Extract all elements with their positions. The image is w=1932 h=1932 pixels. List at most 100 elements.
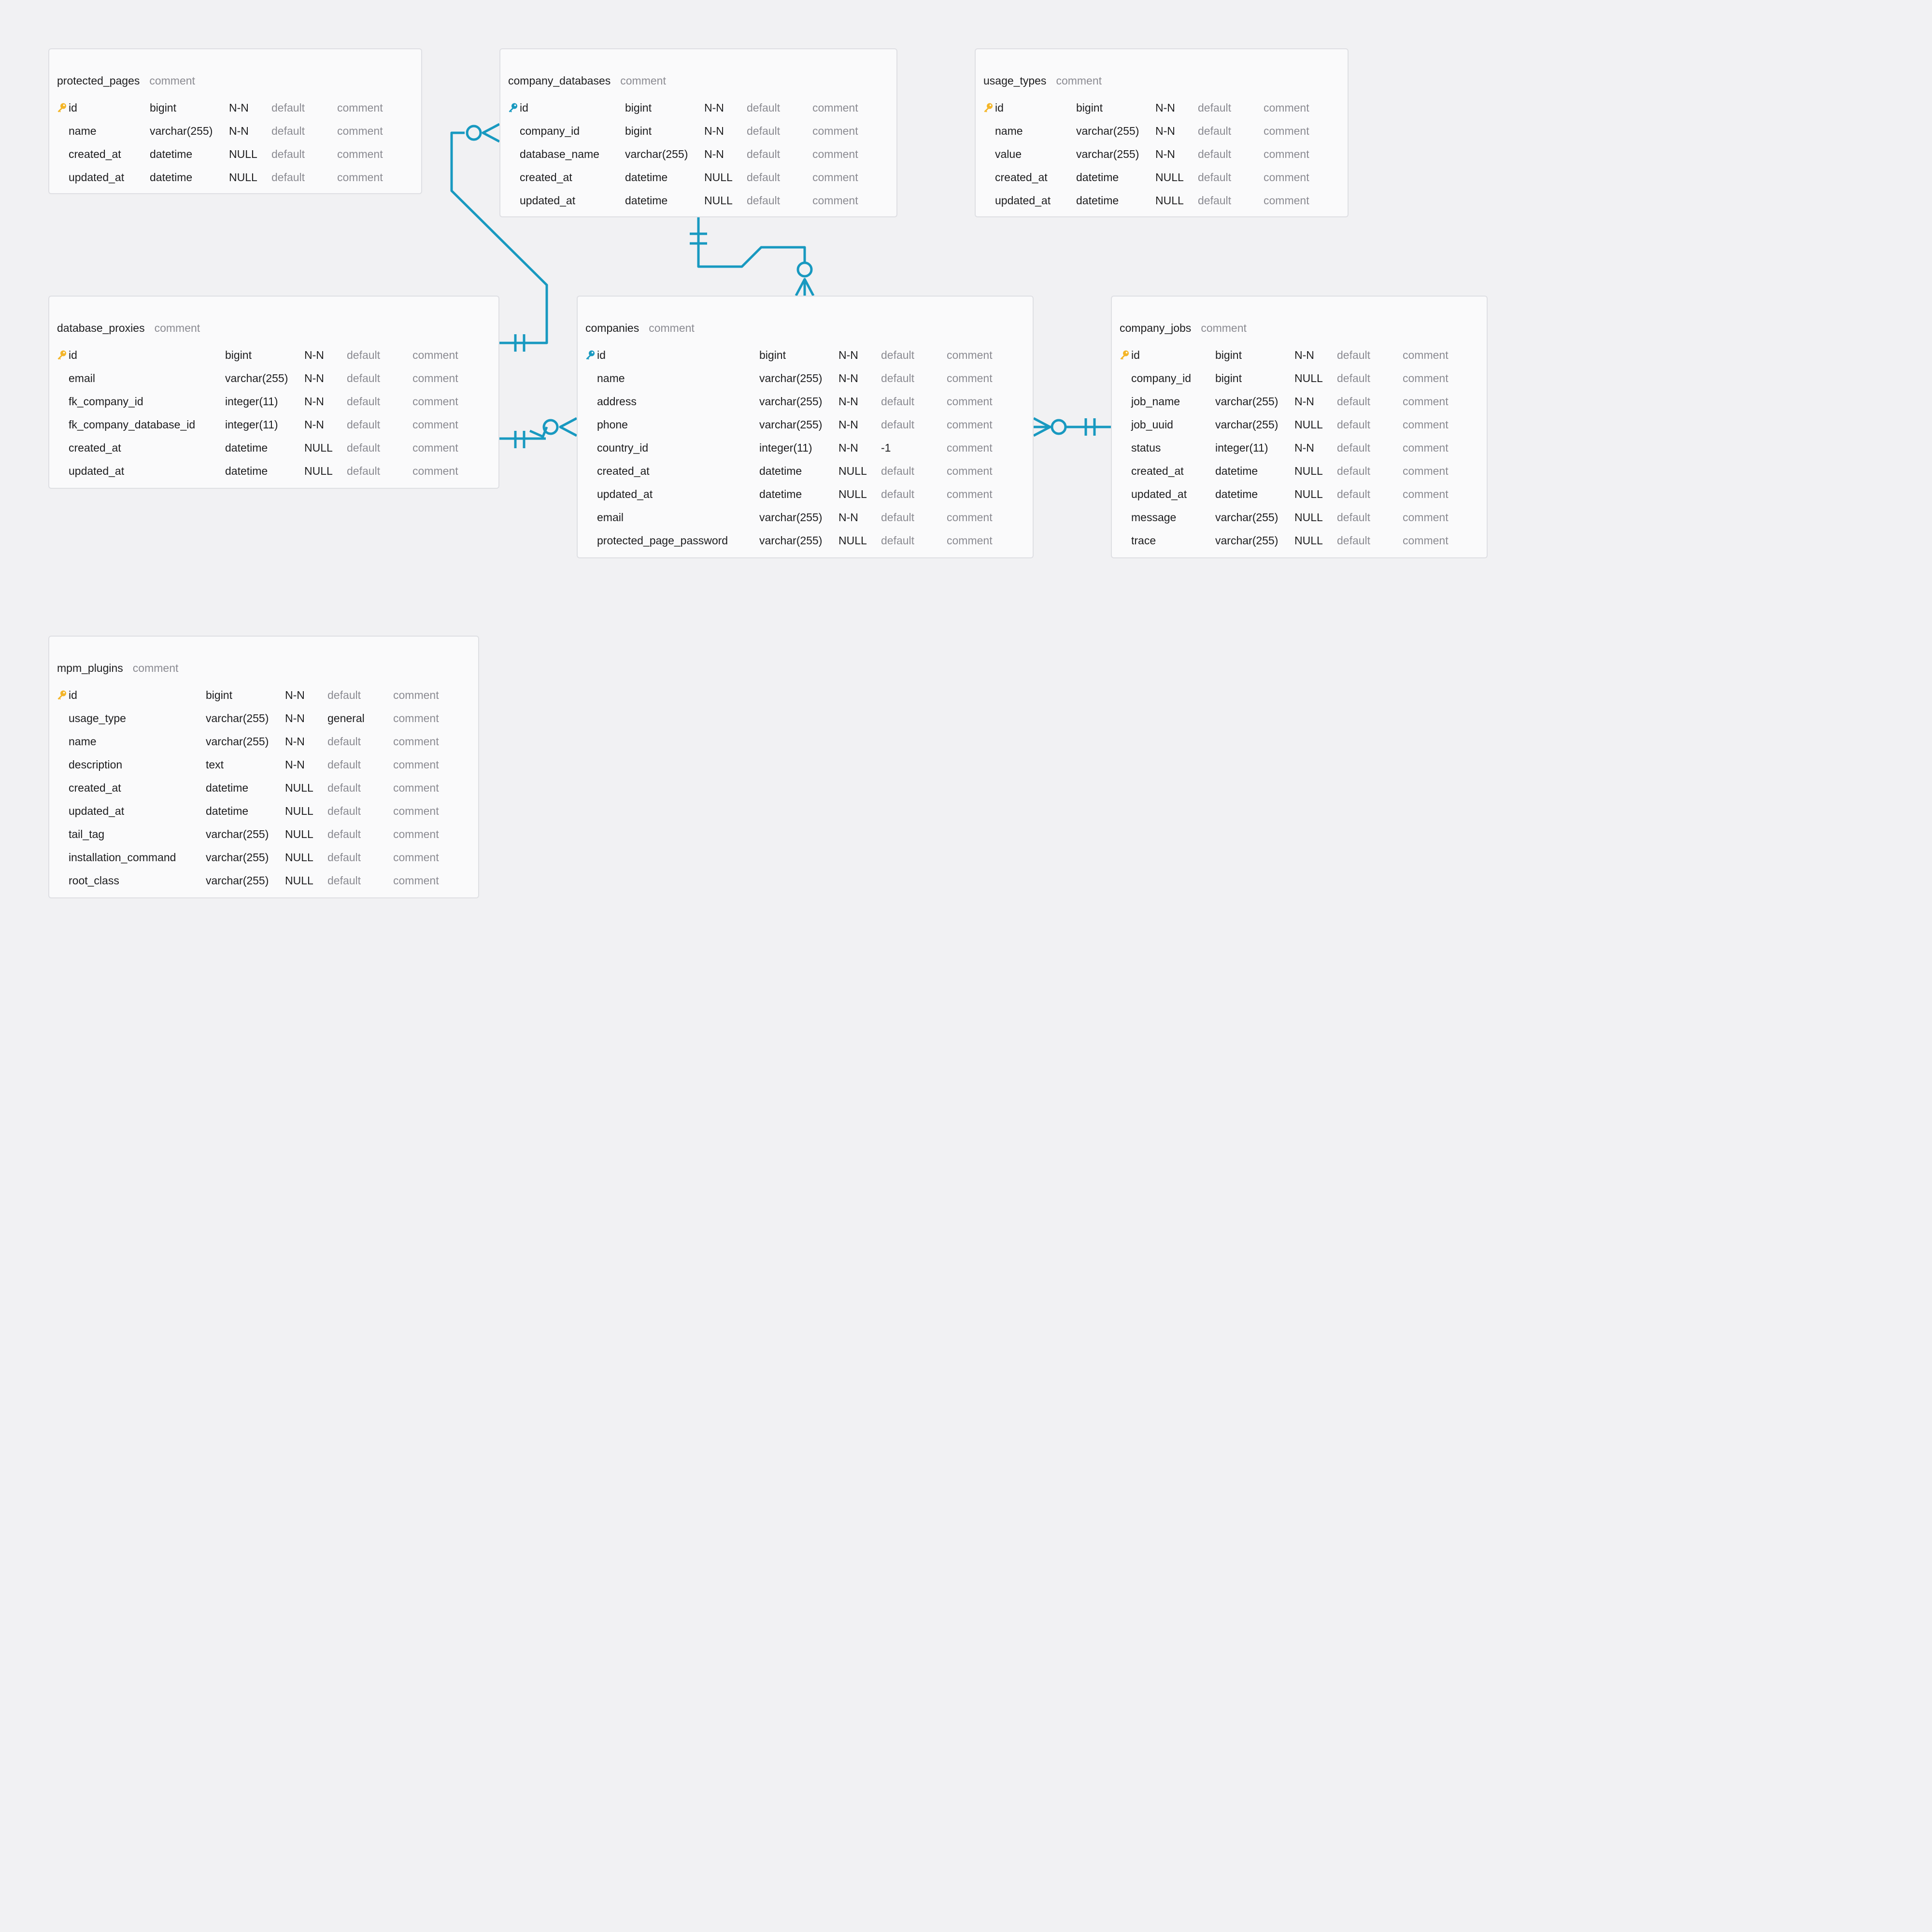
relation-database-proxies-companies[interactable] <box>499 417 578 448</box>
column-default[interactable]: default <box>347 418 381 431</box>
column-comment[interactable]: comment <box>1403 372 1449 384</box>
column-default[interactable]: default <box>1337 418 1371 431</box>
column-default[interactable]: default <box>271 101 305 114</box>
column-type[interactable]: datetime <box>759 465 802 477</box>
column-comment[interactable]: comment <box>412 395 458 408</box>
column-comment[interactable]: comment <box>393 874 439 887</box>
column-comment[interactable]: comment <box>393 851 439 864</box>
column-default[interactable]: default <box>271 125 305 137</box>
column-nullable[interactable]: N-N <box>304 372 324 384</box>
table-name[interactable]: mpm_plugins <box>57 662 123 674</box>
column-nullable[interactable]: N-N <box>704 125 724 137</box>
column-default[interactable]: default <box>1337 372 1371 384</box>
column-type[interactable]: integer(11) <box>759 441 812 454</box>
column-name[interactable]: name <box>69 125 97 137</box>
column-comment[interactable]: comment <box>1264 194 1309 207</box>
column-nullable[interactable]: NULL <box>704 171 733 184</box>
column-type[interactable]: datetime <box>625 171 668 184</box>
column-name[interactable]: updated_at <box>69 465 125 477</box>
column-default[interactable]: default <box>881 395 915 408</box>
column-name[interactable]: created_at <box>69 781 121 794</box>
column-default[interactable]: default <box>881 511 915 524</box>
column-type[interactable]: datetime <box>1076 171 1119 184</box>
column-type[interactable]: varchar(255) <box>1215 395 1279 408</box>
column-nullable[interactable]: NULL <box>1294 418 1323 431</box>
column-nullable[interactable]: NULL <box>838 465 867 477</box>
column-type[interactable]: varchar(255) <box>759 511 823 524</box>
column-comment[interactable]: comment <box>947 418 993 431</box>
column-type[interactable]: bigint <box>1215 372 1242 384</box>
column-comment[interactable]: comment <box>412 418 458 431</box>
table-name[interactable]: company_databases <box>508 74 611 87</box>
column-name[interactable]: root_class <box>69 874 119 887</box>
column-type[interactable]: datetime <box>206 805 249 817</box>
column-type[interactable]: integer(11) <box>225 395 278 408</box>
column-type[interactable]: datetime <box>1215 488 1258 500</box>
column-nullable[interactable]: NULL <box>1294 372 1323 384</box>
column-name[interactable]: database_name <box>520 148 599 160</box>
column-name[interactable]: company_id <box>1131 372 1192 384</box>
column-type[interactable]: datetime <box>206 781 249 794</box>
column-nullable[interactable]: N-N <box>229 101 249 114</box>
column-comment[interactable]: comment <box>1403 395 1449 408</box>
column-name[interactable]: name <box>69 735 97 748</box>
column-type[interactable]: varchar(255) <box>206 828 269 840</box>
column-nullable[interactable]: N-N <box>1155 125 1175 137</box>
column-default[interactable]: default <box>327 828 361 840</box>
column-default[interactable]: default <box>1198 194 1232 207</box>
column-name[interactable]: phone <box>597 418 628 431</box>
column-comment[interactable]: comment <box>337 171 383 184</box>
column-default[interactable]: default <box>747 101 781 114</box>
column-nullable[interactable]: NULL <box>1294 511 1323 524</box>
column-default[interactable]: default <box>881 534 915 547</box>
column-name[interactable]: updated_at <box>597 488 653 500</box>
column-default[interactable]: default <box>1337 349 1371 361</box>
column-default[interactable]: default <box>747 148 781 160</box>
column-nullable[interactable]: NULL <box>285 851 313 864</box>
column-default[interactable]: default <box>1337 441 1371 454</box>
column-comment[interactable]: comment <box>393 781 439 794</box>
column-row[interactable]: company_id bigint NULL default comment <box>1112 367 1487 390</box>
column-default[interactable]: default <box>327 805 361 817</box>
column-type[interactable]: varchar(255) <box>759 395 823 408</box>
column-nullable[interactable]: N-N <box>285 758 305 771</box>
column-nullable[interactable]: NULL <box>304 465 333 477</box>
column-default[interactable]: default <box>271 171 305 184</box>
column-type[interactable]: varchar(255) <box>150 125 213 137</box>
column-default[interactable]: default <box>271 148 305 160</box>
column-type[interactable]: varchar(255) <box>759 372 823 384</box>
column-type[interactable]: varchar(255) <box>206 874 269 887</box>
column-name[interactable]: id <box>995 101 1004 114</box>
column-default[interactable]: default <box>347 441 381 454</box>
column-comment[interactable]: comment <box>947 441 993 454</box>
column-default[interactable]: default <box>747 194 781 207</box>
column-nullable[interactable]: NULL <box>229 148 257 160</box>
column-name[interactable]: fk_company_id <box>69 395 143 408</box>
column-name[interactable]: id <box>69 689 77 701</box>
column-comment[interactable]: comment <box>947 534 993 547</box>
